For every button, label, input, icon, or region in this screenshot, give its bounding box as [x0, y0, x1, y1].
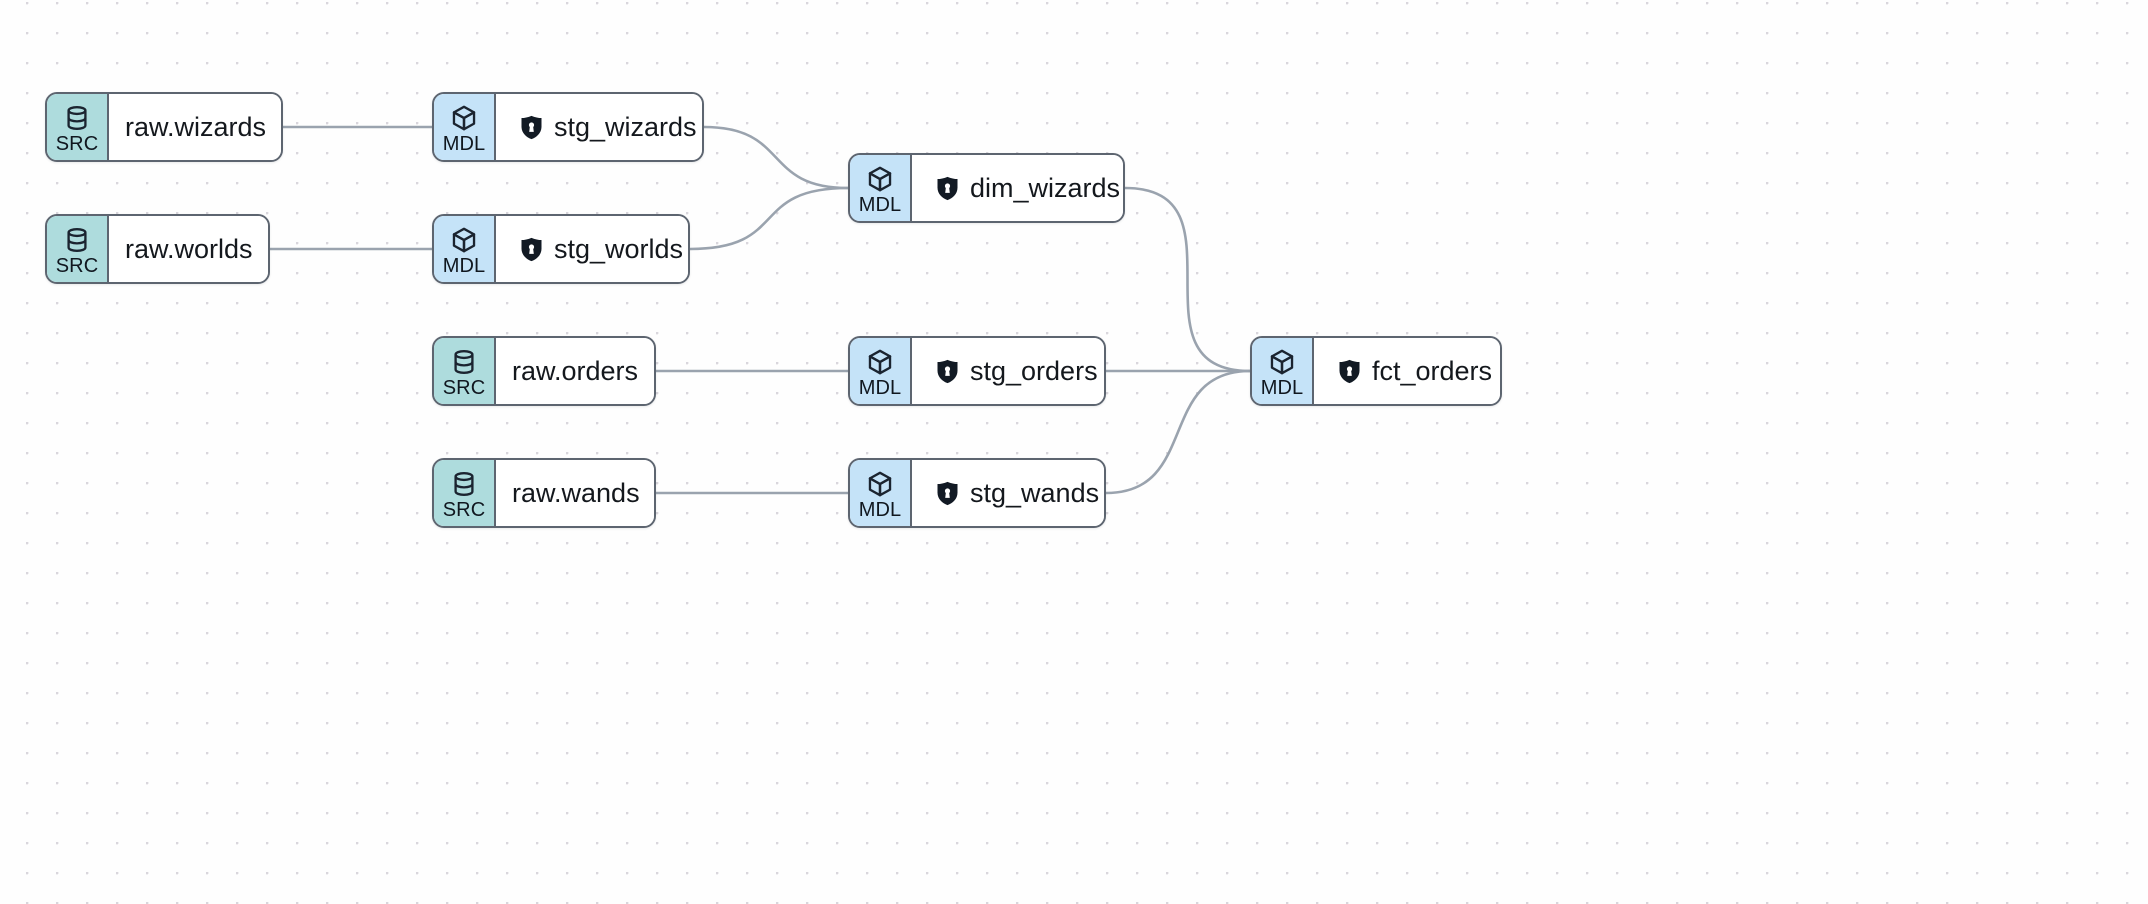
edge-stg_wands-to-fct_orders [1104, 369, 1252, 495]
node-badge-label: SRC [442, 499, 486, 521]
node-body: stg_wands [912, 460, 1104, 526]
database-icon [63, 104, 91, 132]
node-badge-mdl: MDL [850, 338, 912, 404]
node-badge-src: SRC [47, 94, 109, 160]
node-stg_orders[interactable]: MDL stg_orders [848, 336, 1106, 406]
node-label: raw.orders [512, 355, 639, 386]
database-icon [450, 470, 478, 498]
node-raw_orders[interactable]: SRC raw.orders [432, 336, 656, 406]
node-label: raw.wizards [125, 111, 267, 142]
cube-icon [866, 470, 894, 498]
node-badge-label: MDL [442, 133, 486, 155]
node-label: dim_wizards [970, 172, 1121, 203]
node-badge-label: MDL [442, 255, 486, 277]
node-fct_orders[interactable]: MDL fct_orders [1250, 336, 1502, 406]
node-label: stg_orders [970, 355, 1098, 386]
node-label: raw.worlds [125, 233, 253, 264]
node-badge-mdl: MDL [1252, 338, 1314, 404]
node-body: stg_worlds [496, 216, 688, 282]
shield-lock-icon [936, 176, 959, 201]
node-body: stg_orders [912, 338, 1104, 404]
node-raw_wands[interactable]: SRC raw.wands [432, 458, 656, 528]
node-raw_wizards[interactable]: SRC raw.wizards [45, 92, 283, 162]
node-stg_wands[interactable]: MDL stg_wands [848, 458, 1106, 528]
node-label: stg_worlds [554, 233, 684, 264]
node-badge-label: MDL [858, 194, 902, 216]
shield-lock-icon [936, 359, 959, 384]
node-dim_wizards[interactable]: MDL dim_wizards [848, 153, 1125, 223]
node-badge-label: SRC [55, 133, 99, 155]
database-icon [63, 226, 91, 254]
node-badge-mdl: MDL [434, 216, 496, 282]
node-body: raw.orders [496, 338, 654, 404]
node-badge-mdl: MDL [850, 155, 912, 221]
shield-lock-icon [520, 115, 543, 140]
edge-stg_worlds-to-dim_wizards [688, 186, 850, 251]
node-label: stg_wizards [554, 111, 697, 142]
shield-lock-icon [936, 481, 959, 506]
node-badge-label: MDL [1260, 377, 1304, 399]
database-icon [450, 348, 478, 376]
node-stg_worlds[interactable]: MDL stg_worlds [432, 214, 690, 284]
node-label: fct_orders [1372, 355, 1493, 386]
node-badge-label: SRC [55, 255, 99, 277]
edge-dim_wizards-to-fct_orders [1123, 186, 1252, 373]
shield-lock-icon [1338, 359, 1361, 384]
node-badge-label: MDL [858, 377, 902, 399]
node-body: fct_orders [1314, 338, 1500, 404]
edge-stg_wizards-to-dim_wizards [702, 125, 850, 190]
node-badge-src: SRC [47, 216, 109, 282]
cube-icon [450, 104, 478, 132]
cube-icon [866, 348, 894, 376]
node-stg_wizards[interactable]: MDL stg_wizards [432, 92, 704, 162]
node-body: raw.worlds [109, 216, 268, 282]
node-label: raw.wands [512, 477, 640, 508]
node-body: raw.wizards [109, 94, 281, 160]
cube-icon [866, 165, 894, 193]
node-badge-label: SRC [442, 377, 486, 399]
shield-lock-icon [520, 237, 543, 262]
cube-icon [1268, 348, 1296, 376]
node-badge-label: MDL [858, 499, 902, 521]
node-label: stg_wands [970, 477, 1100, 508]
node-badge-mdl: MDL [850, 460, 912, 526]
node-badge-src: SRC [434, 338, 496, 404]
node-body: dim_wizards [912, 155, 1123, 221]
node-body: stg_wizards [496, 94, 702, 160]
node-body: raw.wands [496, 460, 654, 526]
node-badge-mdl: MDL [434, 94, 496, 160]
node-raw_worlds[interactable]: SRC raw.worlds [45, 214, 270, 284]
cube-icon [450, 226, 478, 254]
node-badge-src: SRC [434, 460, 496, 526]
